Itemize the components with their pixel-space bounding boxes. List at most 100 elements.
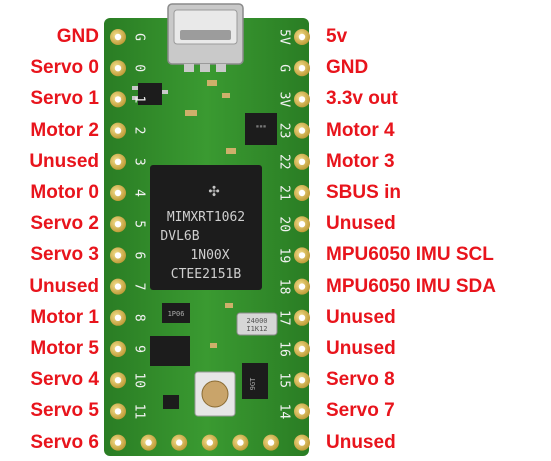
left-pin-pad — [110, 153, 126, 170]
right-pin-label: GND — [326, 57, 369, 79]
left-pin-label: Motor 2 — [30, 119, 99, 141]
right-pin-label: MPU6050 IMU SDA — [326, 275, 496, 297]
side-chip: 9GT — [242, 363, 268, 399]
right-silk-label: 14 — [277, 404, 292, 420]
chip-line-4: CTEE2151B — [171, 267, 242, 282]
left-pin-pad — [110, 216, 126, 233]
right-pin-pad — [294, 216, 310, 233]
left-pin-label: Servo 4 — [30, 369, 99, 391]
left-pin-pad — [110, 91, 126, 108]
left-pin-pad — [110, 29, 126, 45]
left-pin-pad — [110, 403, 126, 420]
left-pin-label: Motor 5 — [30, 338, 99, 359]
small-chip-label: 1P06 — [168, 310, 185, 318]
left-pin-pad — [110, 247, 126, 264]
left-silk-label: 8 — [132, 314, 147, 322]
right-pin-label: Unused — [326, 213, 396, 235]
left-silk-label: 7 — [132, 283, 147, 291]
left-silk-label: 1 — [132, 95, 147, 103]
left-pin-label: Servo 3 — [30, 244, 99, 266]
svg-text:▪▪▪: ▪▪▪ — [256, 123, 267, 130]
right-pin-label: 5v — [326, 26, 348, 47]
chip-line-1: MIMXRT1062 — [167, 210, 245, 225]
qfn-chip: ▪▪▪ — [245, 113, 277, 145]
left-pin-label: Motor 0 — [30, 182, 99, 203]
left-silk-label: G — [132, 33, 147, 41]
right-pin-label: Unused — [326, 306, 396, 328]
right-silk-label: 20 — [277, 216, 292, 232]
right-pin-label: Unused — [326, 338, 396, 359]
right-silk-label: 22 — [277, 154, 292, 170]
crystal: 24000 I1K12 — [236, 312, 278, 336]
left-pin-pad — [110, 341, 126, 357]
right-pin-pad — [294, 153, 310, 170]
left-silk-label: 9 — [132, 345, 147, 353]
bottom-pin-pad — [201, 434, 218, 451]
right-pin-pad — [294, 60, 310, 77]
right-pin-pad — [294, 29, 310, 45]
left-pin-pad — [110, 60, 126, 77]
right-pin-label: Servo 8 — [326, 369, 395, 391]
right-silk-label: 18 — [277, 279, 292, 295]
left-pin-label: Unused — [29, 150, 99, 172]
side-chip-label: 9GT — [249, 377, 257, 390]
left-silk-label: 0 — [132, 64, 147, 72]
left-pin-label: Servo 0 — [30, 57, 99, 79]
right-silk-label: 16 — [277, 341, 292, 357]
left-pin-label: Servo 5 — [30, 400, 99, 422]
usb-connector-icon — [167, 3, 244, 72]
bottom-pin-pad — [232, 434, 249, 451]
right-pin-pad — [294, 403, 310, 420]
left-pin-pad — [110, 278, 126, 295]
left-pin-label: Servo 2 — [30, 213, 99, 235]
right-silk-label: 21 — [277, 185, 292, 201]
small-chip: 1P06 — [162, 303, 190, 323]
bottom-pin-pad — [140, 434, 157, 451]
left-pin-label: Motor 1 — [30, 306, 99, 328]
left-pin-pad — [110, 434, 126, 451]
left-pin-label: GND — [56, 26, 99, 47]
left-pin-pad — [110, 309, 126, 326]
bottom-pin-pad — [171, 434, 188, 451]
left-pin-pad — [110, 372, 126, 389]
right-pin-label: 3.3v out — [326, 88, 398, 110]
flash-chip — [150, 336, 190, 366]
left-pin-label: Unused — [29, 275, 99, 297]
right-pin-pad — [294, 309, 310, 326]
bottom-pin-pad — [263, 434, 279, 451]
left-pin-label: Servo 1 — [30, 88, 99, 110]
right-pin-label: Unused — [326, 431, 396, 453]
right-pin-pad — [294, 434, 310, 451]
top-regulator — [132, 83, 168, 105]
left-silk-label: 3 — [132, 158, 147, 166]
left-silk-label: 11 — [132, 404, 147, 420]
right-pin-pad — [294, 247, 310, 264]
right-pin-pad — [294, 278, 310, 295]
right-pin-label: Motor 3 — [326, 150, 395, 172]
left-silk-label: 6 — [132, 251, 147, 259]
right-pin-pad — [294, 185, 310, 201]
right-silk-label: 5V — [277, 29, 292, 45]
left-pin-pad — [110, 122, 126, 139]
right-silk-label: G — [277, 64, 292, 72]
right-pin-pad — [294, 341, 310, 357]
left-silk-label: 5 — [132, 220, 147, 228]
right-pin-label: Servo 7 — [326, 400, 395, 422]
main-processor-chip: ✣ MIMXRT1062 DVL6B 1N00X CTEE2151B — [150, 165, 262, 290]
right-silk-label: 17 — [277, 310, 292, 326]
left-silk-label: 10 — [132, 372, 147, 388]
right-pin-label: SBUS in — [326, 182, 401, 203]
chip-line-3: 1N00X — [190, 248, 229, 263]
chip-line-2: DVL6B — [160, 229, 199, 244]
left-pin-label: Servo 6 — [30, 431, 99, 453]
left-silk-label: 2 — [132, 127, 147, 135]
right-silk-label: 23 — [277, 123, 292, 139]
right-pin-pad — [294, 122, 310, 139]
program-button-icon — [194, 371, 236, 417]
crystal-line-2: I1K12 — [246, 325, 267, 333]
right-pin-pad — [294, 372, 310, 389]
right-silk-label: 15 — [277, 372, 292, 388]
left-pin-pad — [110, 185, 126, 201]
